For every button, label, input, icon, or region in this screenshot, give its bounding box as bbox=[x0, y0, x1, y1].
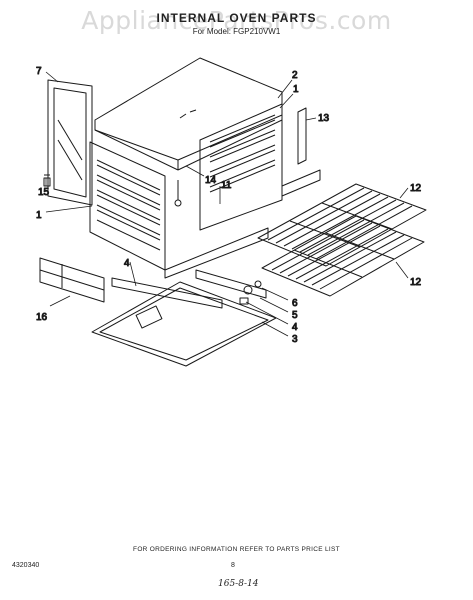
callout-1-top: 1 bbox=[293, 84, 299, 95]
part-oven-floor bbox=[164, 180, 269, 279]
watermark: AppliancePartsPros.com bbox=[81, 6, 392, 35]
callout-12-upper: 12 bbox=[410, 183, 422, 194]
callout-2: 2 bbox=[292, 70, 298, 81]
handwritten-note: 165-8-14 bbox=[218, 579, 259, 589]
callout-12-lower: 12 bbox=[410, 277, 422, 288]
part-bracket bbox=[297, 107, 307, 165]
part-bottom-tray bbox=[91, 281, 277, 367]
callout-11: 11 bbox=[221, 180, 232, 191]
document-number: 4320340 bbox=[12, 562, 40, 569]
part-oven-top bbox=[94, 57, 283, 171]
callout-7: 7 bbox=[36, 66, 42, 77]
callout-14: 14 bbox=[205, 175, 217, 186]
callout-1-left: 1 bbox=[36, 210, 42, 221]
part-burner-bar bbox=[111, 277, 223, 309]
callout-13: 13 bbox=[318, 113, 330, 124]
page-number: 8 bbox=[231, 562, 235, 569]
part-lower-rack bbox=[261, 215, 425, 297]
part-oven-right-wall bbox=[199, 103, 283, 231]
leader-lines bbox=[45, 71, 409, 337]
part-front-trim bbox=[39, 257, 105, 303]
part-door-liner bbox=[43, 79, 93, 206]
diagram-title: INTERNAL OVEN PARTS bbox=[156, 11, 317, 25]
part-upper-rack bbox=[257, 183, 427, 267]
part-side-rail bbox=[281, 169, 321, 197]
callout-16: 16 bbox=[36, 312, 48, 323]
callout-15: 15 bbox=[38, 187, 50, 198]
part-oven-left-wall bbox=[89, 141, 166, 271]
callout-4-upper: 4 bbox=[124, 258, 130, 269]
callout-4-lower: 4 bbox=[292, 322, 298, 333]
model-subtitle: For Model: FGP210VW1 bbox=[192, 27, 281, 36]
ordering-info: FOR ORDERING INFORMATION REFER TO PARTS … bbox=[133, 546, 340, 553]
callout-3: 3 bbox=[292, 334, 298, 345]
part-burner-tube bbox=[195, 269, 267, 305]
callout-5: 5 bbox=[292, 310, 298, 321]
callout-6: 6 bbox=[292, 298, 298, 309]
